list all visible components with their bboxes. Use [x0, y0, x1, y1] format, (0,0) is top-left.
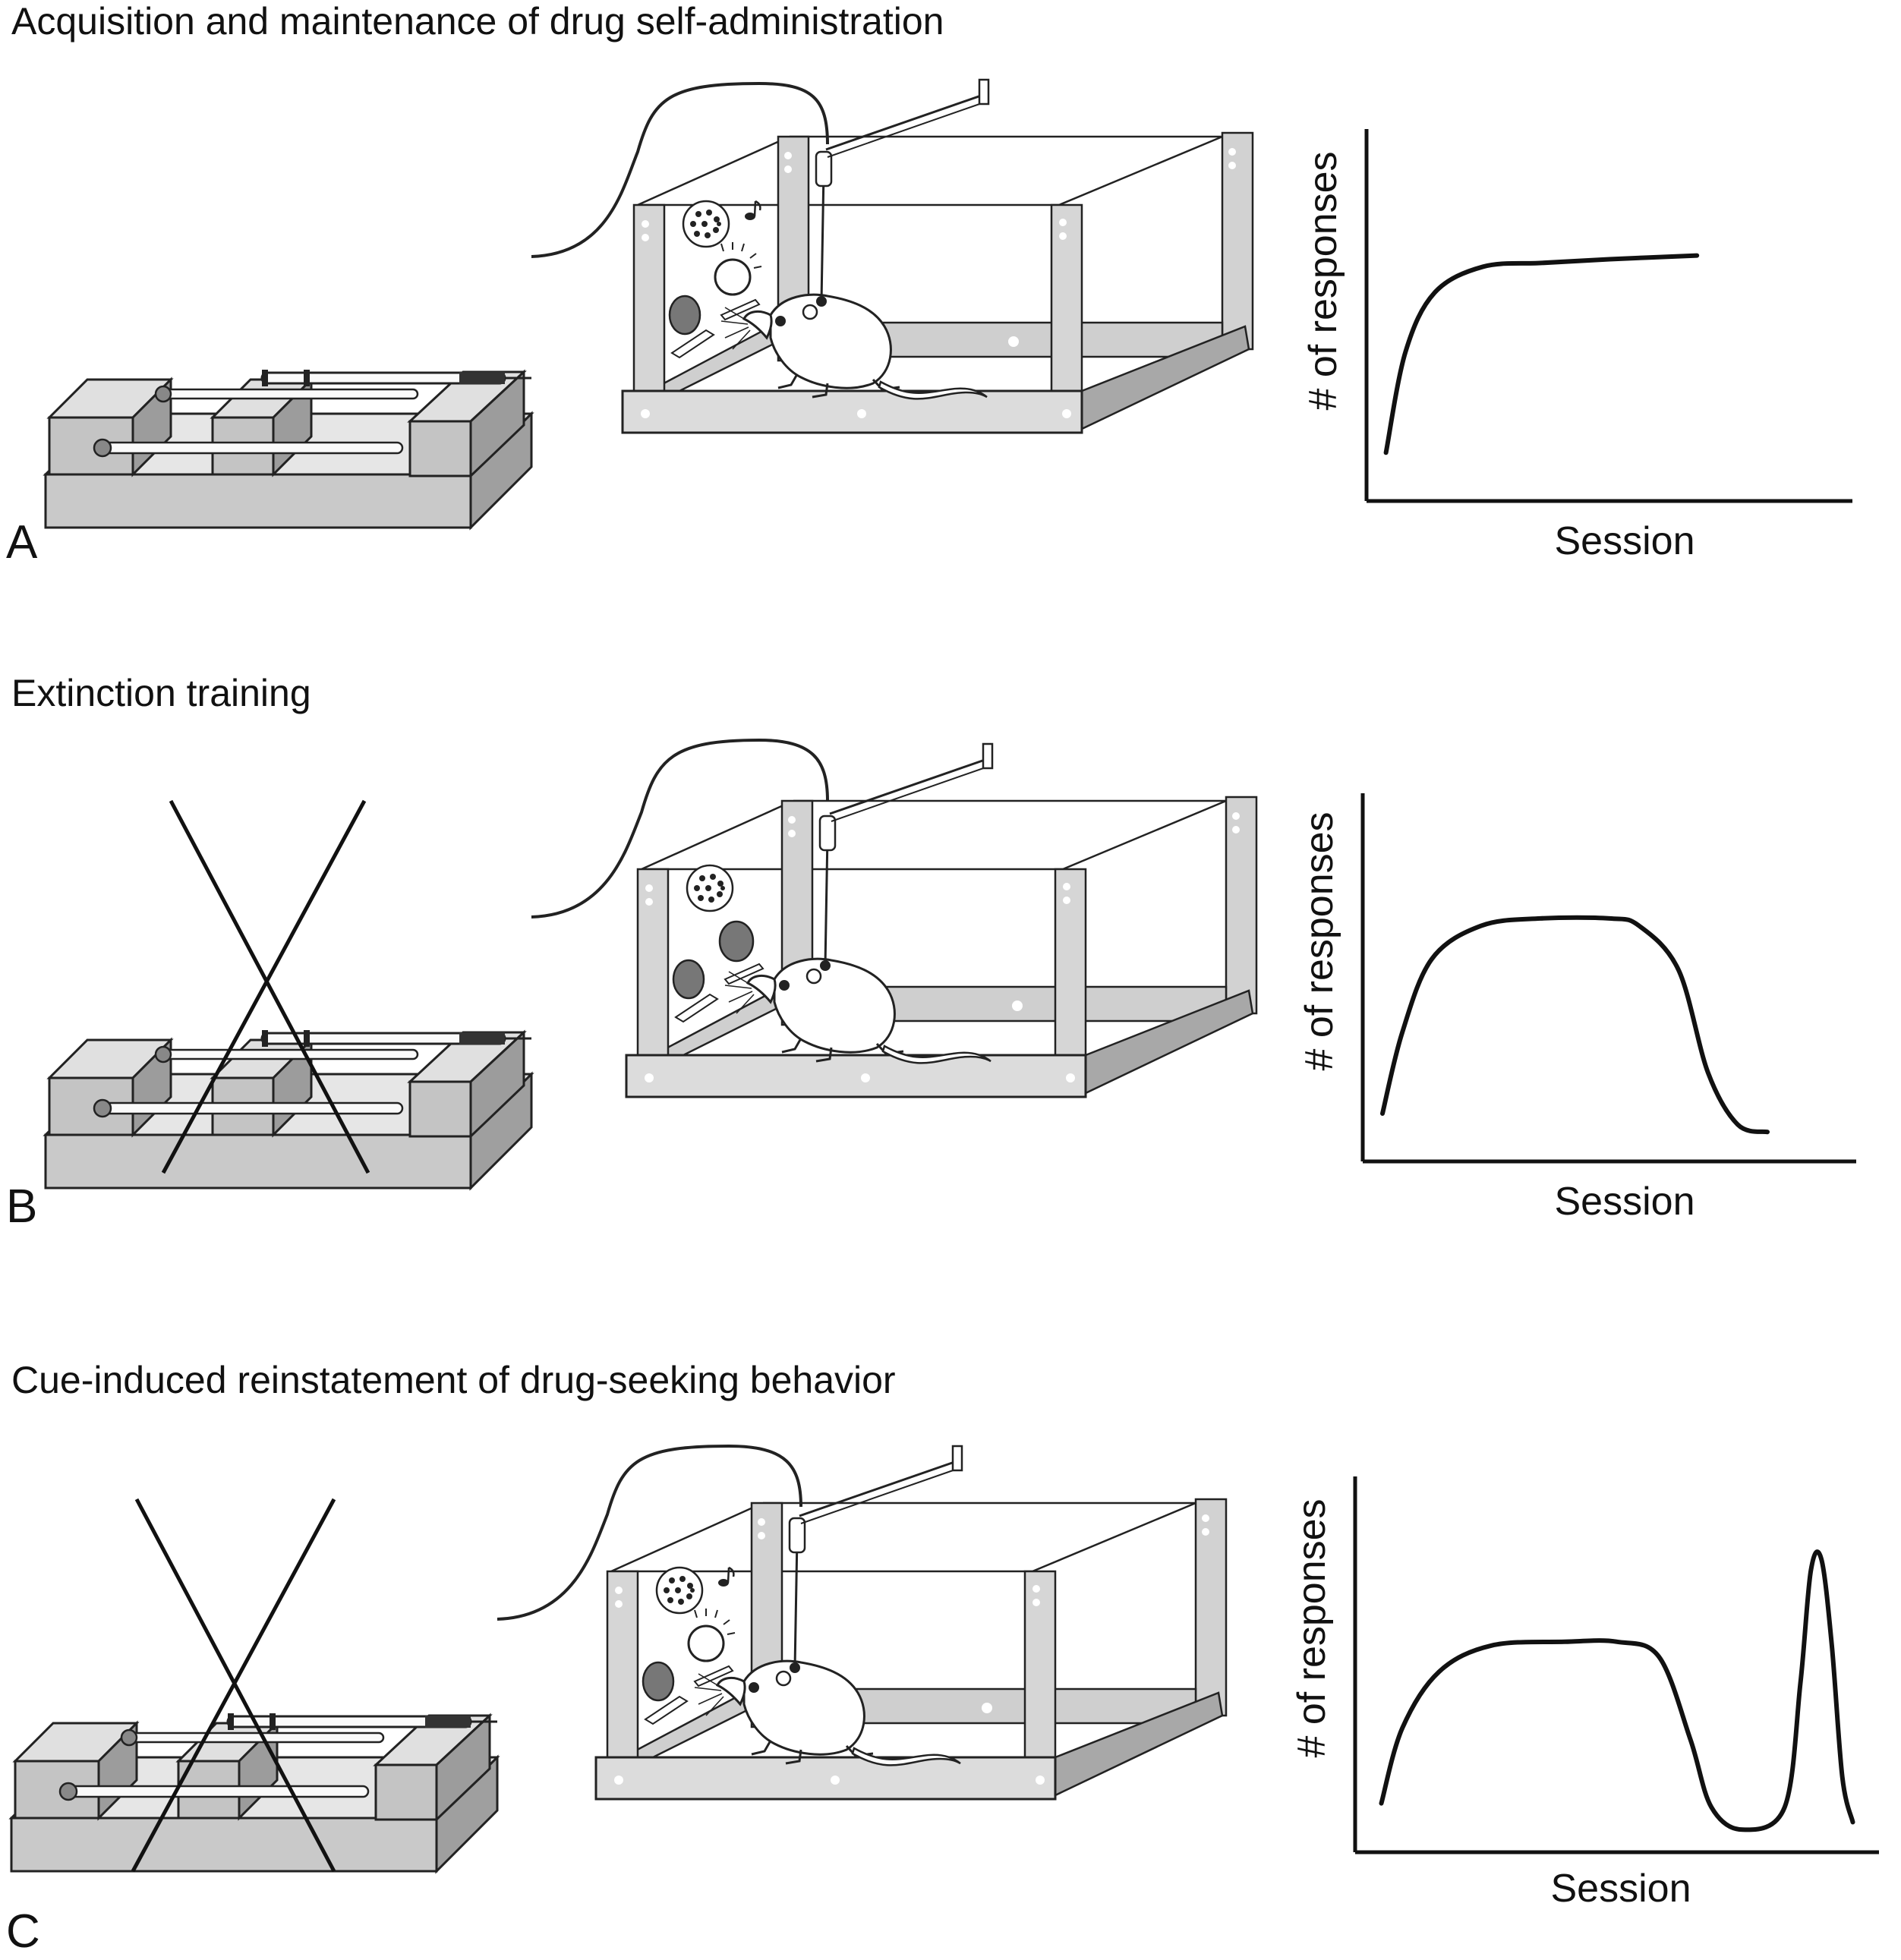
responses-graph-a: Session # of responses — [1301, 129, 1852, 563]
responses-graph-b: Session # of responses — [1297, 793, 1856, 1224]
cross-out-icon — [161, 799, 370, 1174]
x-axis-label: Session — [1551, 1867, 1691, 1911]
syringe-pump — [44, 1029, 533, 1190]
panel-a-title: Acquisition and maintenance of drug self… — [11, 0, 944, 43]
x-axis-label: Session — [1555, 519, 1695, 563]
y-axis-label: # of responses — [1290, 1498, 1334, 1757]
syringe-pump — [10, 1712, 499, 1873]
infusion-tubing — [531, 81, 829, 258]
y-axis-label: # of responses — [1297, 811, 1341, 1070]
responses-graph-c: Session # of responses — [1290, 1476, 1879, 1911]
panel-c: Cue-induced reinstatement of drug-seekin… — [6, 1359, 1879, 1958]
operant-chamber — [594, 1445, 1228, 1801]
response-curve — [1379, 1549, 1855, 1832]
syringe-pump — [44, 368, 533, 529]
panel-b-title: Extinction training — [11, 672, 311, 714]
cue-light-icon — [714, 241, 763, 296]
panel-a-letter: A — [6, 516, 38, 569]
panel-b: Extinction training B Session # of respo… — [6, 672, 1856, 1233]
operant-chamber — [625, 742, 1258, 1098]
infusion-tubing — [497, 1444, 802, 1621]
panel-c-title: Cue-induced reinstatement of drug-seekin… — [11, 1359, 896, 1401]
cross-out-icon — [131, 1498, 336, 1873]
cue-light-off-icon — [718, 920, 755, 963]
panel-a: Acquisition and maintenance of drug self… — [6, 0, 1852, 569]
infusion-tubing — [531, 738, 829, 919]
cue-light-icon — [687, 1607, 736, 1662]
panel-b-letter: B — [6, 1180, 37, 1233]
response-curve — [1383, 253, 1700, 455]
response-curve — [1380, 915, 1770, 1135]
x-axis-label: Session — [1555, 1180, 1695, 1224]
y-axis-label: # of responses — [1301, 151, 1345, 410]
operant-chamber — [621, 78, 1254, 434]
panel-c-letter: C — [6, 1905, 40, 1958]
